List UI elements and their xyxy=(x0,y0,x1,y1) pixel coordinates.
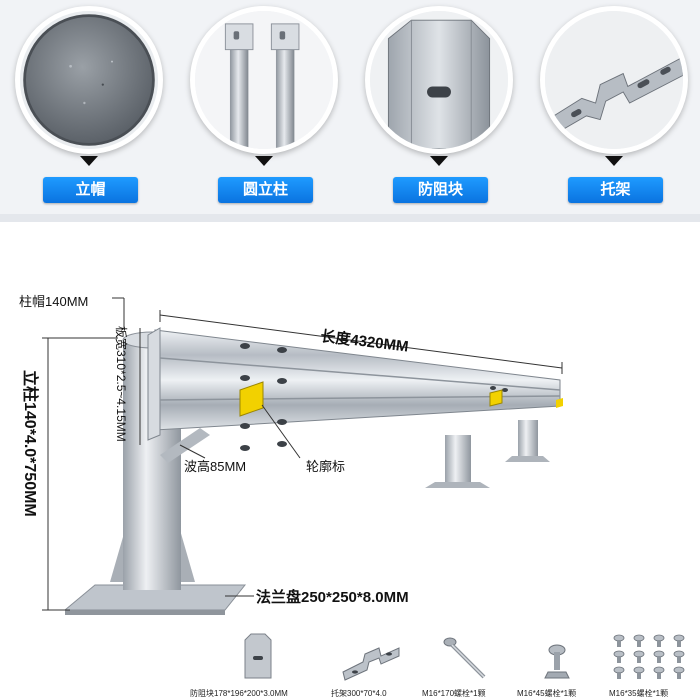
part-caption: 托架300*70*4.0 xyxy=(331,689,387,698)
part-caption: M16*35螺栓*1颗 xyxy=(609,689,669,698)
wave-height-label: 波高85MM xyxy=(184,459,247,474)
pointer-arrow xyxy=(255,156,273,166)
part-caption: M16*170螺栓*1颗 xyxy=(422,689,486,698)
part-caption: M16*45螺栓*1颗 xyxy=(517,689,577,698)
bolt-nut-icon xyxy=(544,644,570,679)
part-long-bolt: M16*170螺栓*1颗 xyxy=(420,632,515,700)
part-bracket: 托架300*70*4.0 xyxy=(325,632,415,700)
post-cap-icon xyxy=(15,6,163,154)
spacer-block-icon xyxy=(365,6,513,154)
feature-post-cap: 立帽 xyxy=(0,0,175,222)
guardrail-diagram: 柱帽140MM 板宽310*2.5~4.15MM 长度4320MM 立柱140*… xyxy=(0,230,700,630)
part-bolt-set: M16*35螺栓*1颗 xyxy=(605,632,700,700)
feature-panel: 立帽 圆立柱 xyxy=(0,0,700,222)
feature-label: 托架 xyxy=(568,177,663,203)
feature-label: 立帽 xyxy=(43,177,138,203)
pointer-arrow xyxy=(605,156,623,166)
bracket-part-icon xyxy=(342,647,400,681)
feature-spacer-block: 防阻块 xyxy=(350,0,525,222)
reflector-label: 轮廓标 xyxy=(306,459,346,474)
spacer-block-part-icon xyxy=(244,633,272,679)
part-spacer-block: 防阻块178*196*200*3.0MM xyxy=(185,632,325,700)
round-post-icon xyxy=(190,6,338,154)
flange-label: 法兰盘250*250*8.0MM xyxy=(256,589,409,606)
bracket-icon xyxy=(540,6,688,154)
parts-row: 防阻块178*196*200*3.0MM 托架300*70*4.0 M16*17… xyxy=(0,632,700,700)
pointer-arrow xyxy=(80,156,98,166)
post-label: 立柱140*4.0*750MM xyxy=(21,370,38,517)
feature-label: 圆立柱 xyxy=(218,177,313,203)
feature-bracket: 托架 xyxy=(525,0,700,222)
post-cap-label: 柱帽140MM xyxy=(19,294,89,309)
pointer-arrow xyxy=(430,156,448,166)
plate-width-label: 板宽310*2.5~4.15MM xyxy=(114,326,128,442)
long-bolt-icon xyxy=(443,637,486,679)
bolt-set-icon xyxy=(613,634,685,679)
feature-round-post: 圆立柱 xyxy=(175,0,350,222)
part-bolt-nut: M16*45螺栓*1颗 xyxy=(515,632,605,700)
feature-label: 防阻块 xyxy=(393,177,488,203)
guardrail-illustration xyxy=(42,297,563,615)
part-caption: 防阻块178*196*200*3.0MM xyxy=(190,689,288,698)
